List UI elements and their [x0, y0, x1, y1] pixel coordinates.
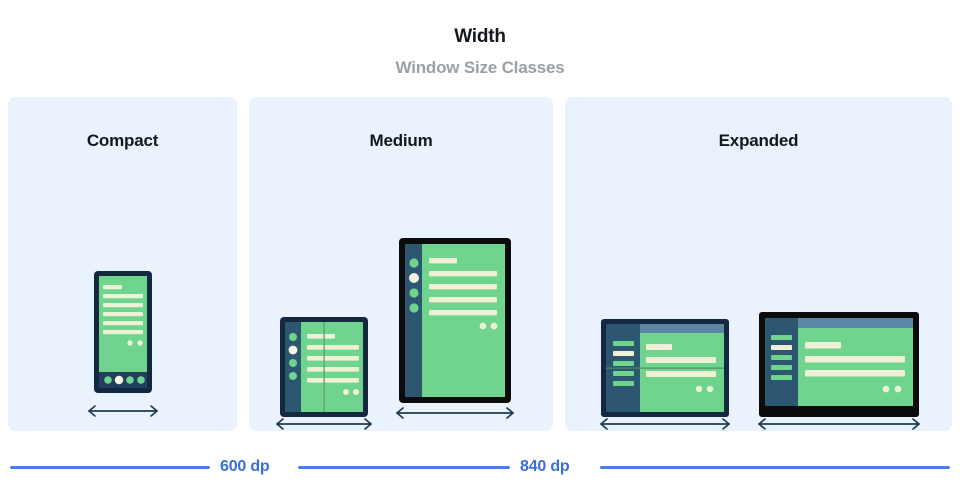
width-arrow-tablet-landscape [758, 418, 920, 430]
diagram-header: Width Window Size Classes [0, 0, 960, 78]
panel-label-medium: Medium [369, 131, 433, 150]
phone-icon [87, 271, 158, 417]
device-tablet-portrait [389, 231, 519, 431]
device-foldable-landscape [593, 261, 738, 431]
breakpoint-label-600: 600 dp [220, 458, 270, 475]
foldable-open-icon [600, 319, 730, 430]
device-tablet-landscape [751, 261, 926, 431]
laptop-icon [758, 312, 920, 430]
page-subtitle: Window Size Classes [395, 58, 565, 77]
width-arrow-compact [87, 405, 158, 417]
breakpoint-scale: 600 dp 840 dp [0, 455, 960, 479]
scale-segment-medium [298, 466, 510, 469]
scale-segment-compact [10, 466, 210, 469]
page-title: Width [454, 26, 506, 47]
size-class-panels: Compact [8, 97, 952, 431]
breakpoint-label-840: 840 dp [520, 458, 570, 475]
panel-label-compact: Compact [86, 131, 159, 150]
panel-expanded: Expanded [565, 97, 952, 431]
scale-segment-expanded [600, 466, 950, 469]
panel-compact: Compact [8, 97, 237, 431]
panel-label-expanded: Expanded [718, 131, 799, 150]
width-arrow-tablet-portrait [396, 407, 514, 419]
foldable-icon [276, 317, 372, 430]
device-phone-portrait [58, 271, 188, 431]
tablet-icon [396, 238, 514, 419]
device-stage-compact [8, 175, 237, 431]
device-stage-medium [249, 175, 553, 431]
device-foldable-portrait [263, 261, 385, 431]
width-arrow-foldable-landscape [600, 418, 730, 430]
panel-medium: Medium [249, 97, 553, 431]
device-stage-expanded [565, 175, 952, 431]
width-arrow-foldable-portrait [276, 418, 372, 430]
